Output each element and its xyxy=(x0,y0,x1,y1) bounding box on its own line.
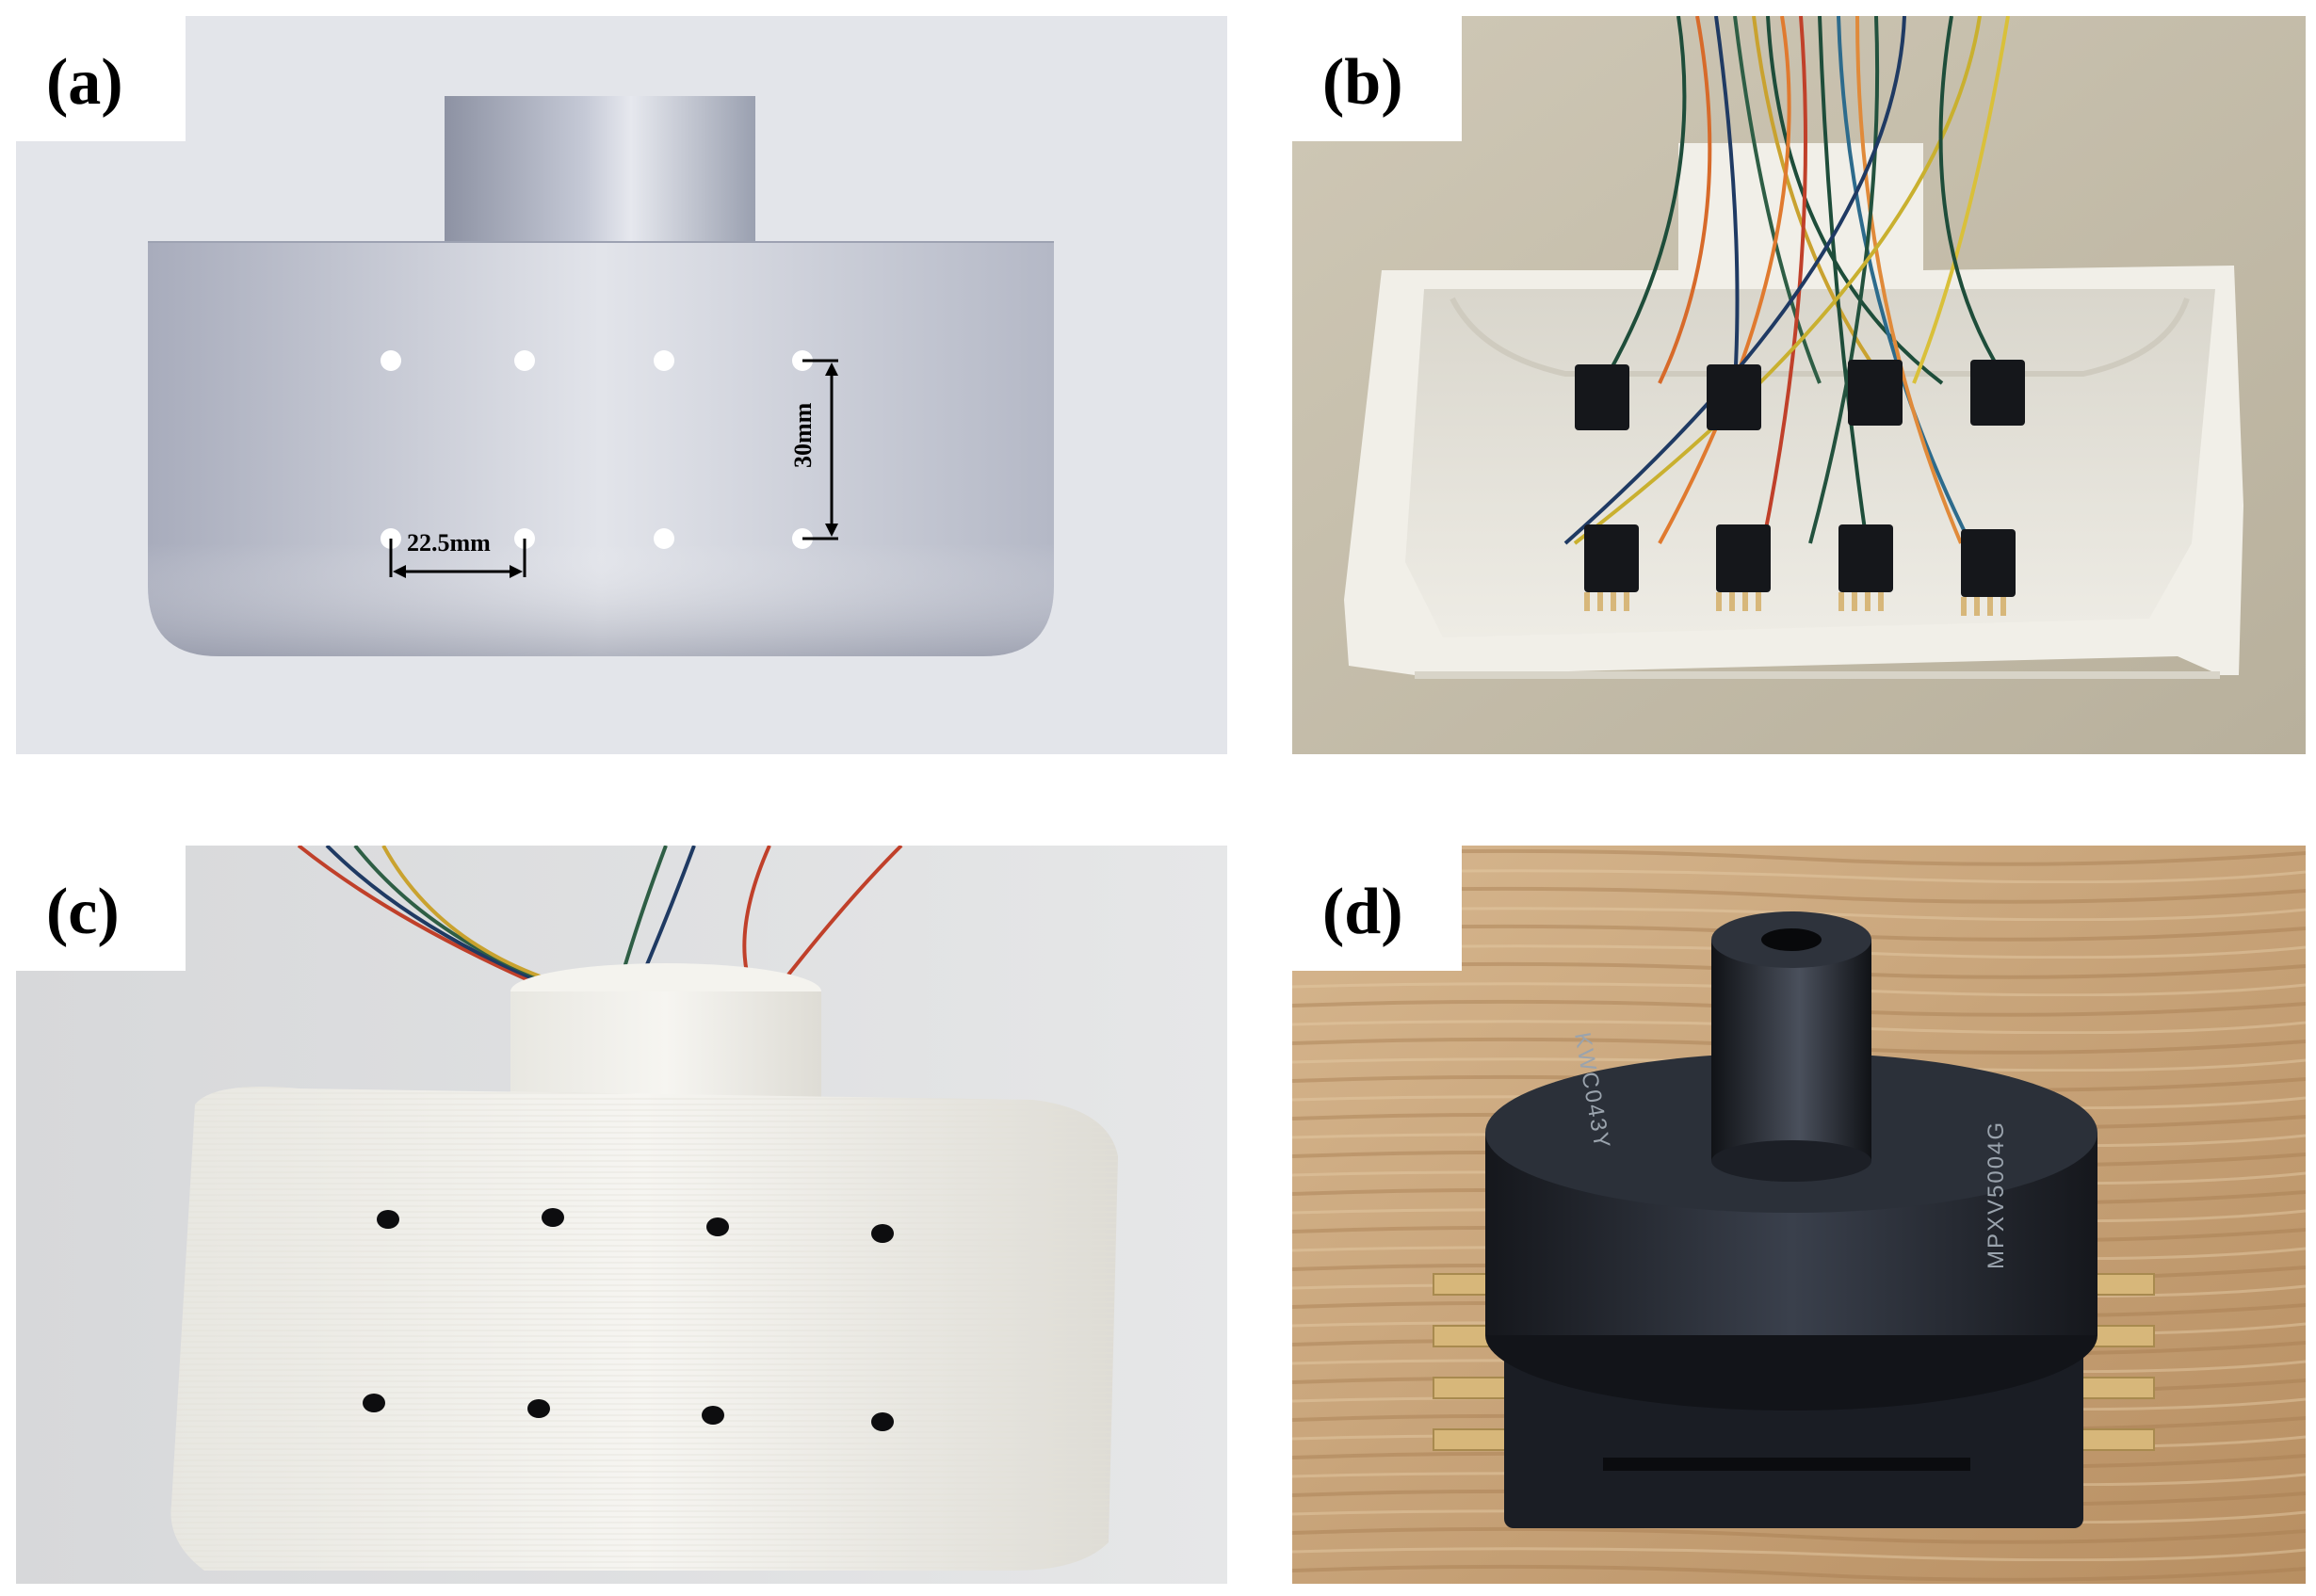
sensor-marking-right: MPXV5004G xyxy=(1984,1120,2009,1269)
panel-a-cad-render: 22.5mm 30mm xyxy=(16,16,1227,754)
dimension-horizontal xyxy=(389,539,526,578)
panel-c-label: (c) xyxy=(16,846,186,971)
tray-cavity xyxy=(1405,289,2215,637)
panel-b-label: (b) xyxy=(1292,16,1462,141)
chip-pins xyxy=(1584,592,2006,616)
cad-render-illustration: 22.5mm 30mm xyxy=(16,16,1227,754)
dimension-horizontal-label: 22.5mm xyxy=(407,529,491,556)
panel-d-label: (d) xyxy=(1292,846,1462,971)
dimension-vertical-label: 30mm xyxy=(789,402,817,468)
printed-body-illustration xyxy=(16,846,1227,1584)
cad-cylinder xyxy=(445,96,755,256)
sensor-chips xyxy=(1575,360,2025,597)
panel-b-sensor-tray-photo xyxy=(1292,16,2306,754)
printed-cylinder xyxy=(510,991,821,1104)
panel-a-label: (a) xyxy=(16,16,186,141)
panel-c-printed-body-photo xyxy=(16,846,1227,1584)
sensor-nozzle xyxy=(1711,940,1871,1161)
sensor-ports xyxy=(363,1208,894,1431)
wire-bundle xyxy=(297,846,903,989)
dimension-vertical xyxy=(802,359,838,540)
sensor-tray-illustration xyxy=(1292,16,2306,754)
wire-bundle xyxy=(1563,16,2010,545)
